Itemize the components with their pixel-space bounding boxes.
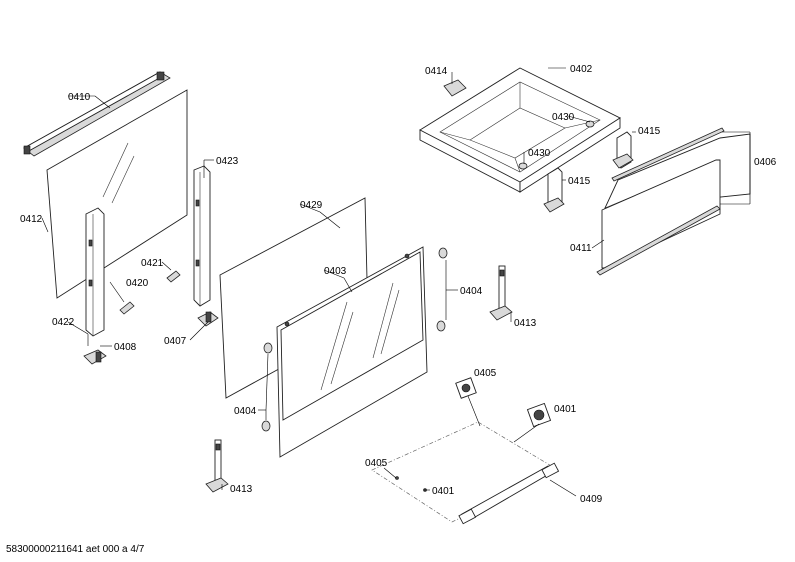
label-0430-bottom: 0430 [528, 148, 551, 159]
knob-0401-right [526, 402, 552, 428]
label-0415-upper: 0415 [638, 126, 661, 137]
door-outline-dashed [371, 421, 559, 523]
bumper-left-upper [263, 342, 273, 354]
label-0414: 0414 [425, 66, 448, 77]
bumper-right-lower [436, 320, 446, 332]
label-0413-right: 0413 [514, 318, 537, 329]
label-0401-right: 0401 [554, 404, 577, 415]
top-trim-strip [23, 71, 171, 157]
label-0404-left: 0404 [234, 406, 257, 417]
label-0413-left: 0413 [230, 484, 253, 495]
dot-0405-left [395, 476, 399, 480]
document-footer-code: 58300000211641 aet 000 a 4/7 [6, 544, 145, 555]
label-0421: 0421 [141, 258, 164, 269]
door-handle [458, 462, 560, 525]
label-0410: 0410 [68, 92, 91, 103]
hinge-clip-left [83, 349, 107, 365]
label-0409: 0409 [580, 494, 603, 505]
side-bracket-lower [543, 167, 565, 213]
outer-door-glass [276, 246, 428, 458]
side-bracket-upper [612, 131, 634, 169]
door-hinge-left [205, 439, 229, 493]
label-0407: 0407 [164, 336, 187, 347]
label-0430-top: 0430 [552, 112, 575, 123]
label-0403: 0403 [324, 266, 347, 277]
hinge-clip-right [197, 311, 219, 327]
top-tray [419, 67, 621, 193]
label-0415-lower: 0415 [568, 176, 591, 187]
bumper-right-upper [438, 247, 448, 259]
bumper-left-lower [261, 420, 271, 432]
label-0411: 0411 [570, 243, 592, 254]
label-0429: 0429 [300, 200, 323, 211]
lower-rail [596, 205, 721, 276]
label-0422: 0422 [52, 317, 75, 328]
upper-rail [611, 127, 725, 182]
lower-glass-panel [601, 159, 721, 269]
rear-glass-pane [46, 89, 188, 299]
tray-bracket [443, 79, 467, 97]
label-0401-left: 0401 [432, 486, 455, 497]
label-0423: 0423 [216, 156, 239, 167]
right-hinge-bracket [193, 165, 211, 307]
knob-0405-top [455, 377, 477, 399]
label-0404-right: 0404 [460, 286, 483, 297]
door-hinge-right [489, 265, 513, 321]
small-clip-0421 [166, 270, 181, 283]
label-0420: 0420 [126, 278, 149, 289]
label-0405-top: 0405 [474, 368, 497, 379]
label-0412: 0412 [20, 214, 43, 225]
leader-lines [41, 67, 751, 497]
label-0406: 0406 [754, 157, 777, 168]
label-0402: 0402 [570, 64, 593, 75]
label-0408: 0408 [114, 342, 137, 353]
small-clip-0420 [119, 301, 135, 315]
left-hinge-bracket [85, 207, 105, 337]
label-0405-left: 0405 [365, 458, 388, 469]
